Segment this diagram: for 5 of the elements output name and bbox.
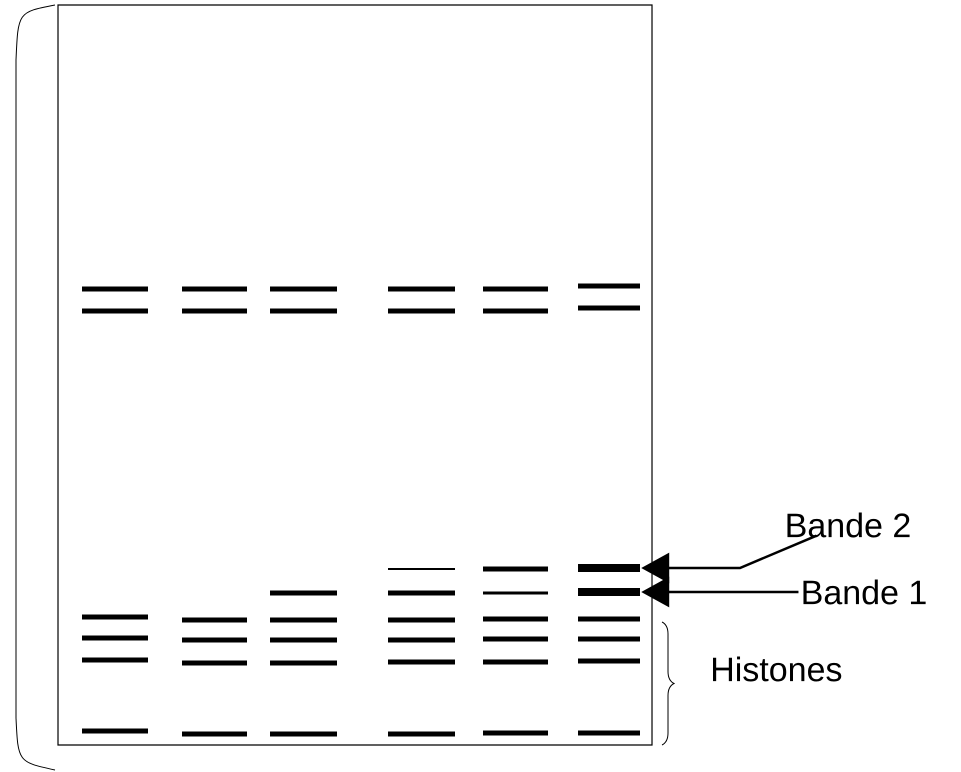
band-label: Bande 2	[787, 512, 910, 538]
group-label: Histones	[713, 656, 842, 682]
gel-band	[578, 564, 640, 572]
band-label: Bande 1	[803, 580, 926, 604]
gel-band	[578, 588, 640, 596]
